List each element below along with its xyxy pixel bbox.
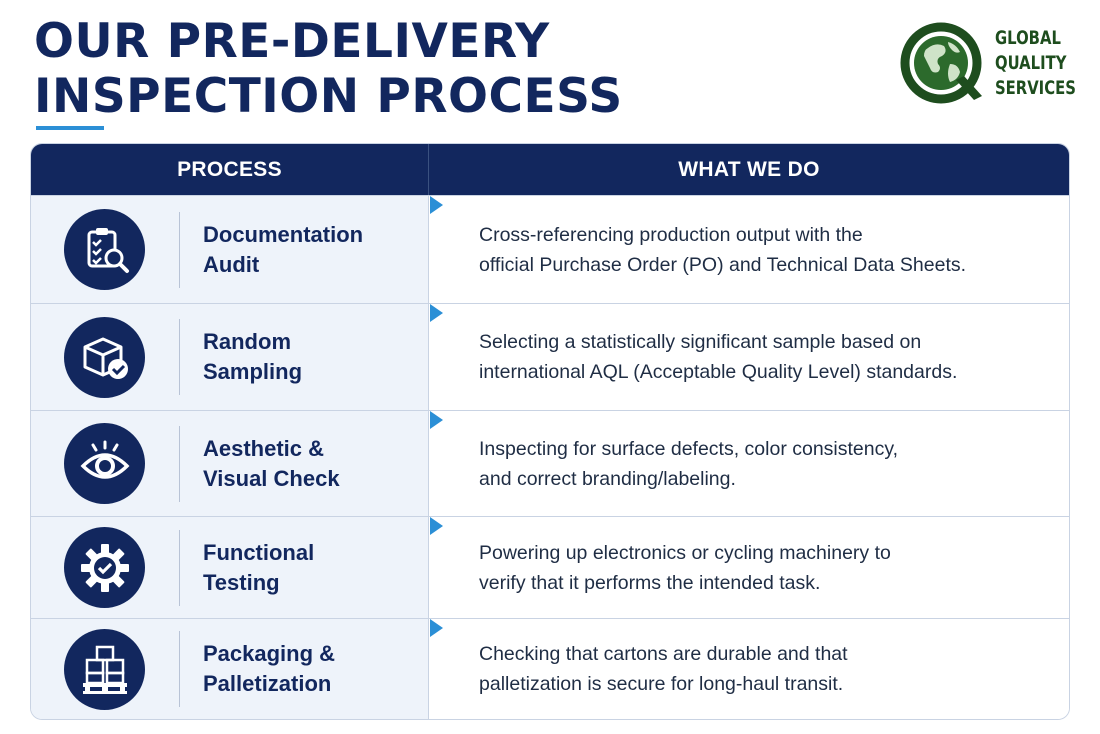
inspection-process-table: PROCESS WHAT WE DO Documentation Audit xyxy=(30,143,1070,720)
process-cell: Random Sampling xyxy=(31,304,429,410)
page-title-line-1: OUR PRE-DELIVERY xyxy=(34,14,550,69)
row-divider xyxy=(179,631,180,707)
row-arrow-icon xyxy=(430,619,443,637)
page-title: OUR PRE-DELIVERY INSPECTION PROCESS xyxy=(34,14,623,124)
process-cell: Functional Testing xyxy=(31,517,429,618)
row-arrow-icon xyxy=(430,196,443,214)
process-cell: Packaging & Palletization xyxy=(31,619,429,719)
process-cell: Documentation Audit xyxy=(31,196,429,303)
row-arrow-icon xyxy=(430,304,443,322)
logo-wordmark: GLOBAL QUALITY SERVICES xyxy=(995,26,1076,101)
process-description: Selecting a statistically significant sa… xyxy=(479,331,958,383)
process-label: Packaging & Palletization xyxy=(203,641,336,696)
process-description: Checking that cartons are durable and th… xyxy=(479,643,848,695)
header-what-we-do: WHAT WE DO xyxy=(678,157,820,181)
process-label: Aesthetic & Visual Check xyxy=(203,435,340,491)
table-row: Packaging & Palletization Checking that … xyxy=(31,618,1069,719)
process-label: Random Sampling xyxy=(203,329,303,384)
process-description: Inspecting for surface defects, color co… xyxy=(479,437,899,490)
table-row: Documentation Audit Cross-referencing pr… xyxy=(31,195,1069,303)
description-cell: Checking that cartons are durable and th… xyxy=(429,619,1069,719)
pallet-boxes-icon xyxy=(64,628,145,710)
row-arrow-icon xyxy=(430,411,443,429)
table-header: PROCESS WHAT WE DO xyxy=(31,144,1069,195)
row-divider xyxy=(179,529,180,606)
clipboard-search-icon xyxy=(64,209,145,290)
title-accent-bar xyxy=(36,126,104,130)
row-divider xyxy=(179,425,180,502)
header-process: PROCESS xyxy=(31,144,429,195)
table-row: Random Sampling Selecting a statisticall… xyxy=(31,303,1069,410)
company-logo: GLOBAL QUALITY SERVICES xyxy=(898,20,1078,110)
gear-check-icon xyxy=(64,527,145,608)
box-check-icon xyxy=(64,316,145,398)
logo-text-line-1: GLOBAL xyxy=(995,27,1061,49)
process-label: Functional Testing xyxy=(203,539,315,595)
process-cell: Aesthetic & Visual Check xyxy=(31,411,429,516)
description-cell: Cross-referencing production output with… xyxy=(429,196,1069,303)
globe-q-logo-icon xyxy=(900,22,982,104)
process-label: Documentation Audit xyxy=(203,221,364,277)
row-arrow-icon xyxy=(430,517,443,535)
eye-icon xyxy=(64,423,145,504)
process-description: Powering up electronics or cycling machi… xyxy=(479,541,891,594)
logo-text-line-2: QUALITY xyxy=(995,52,1067,74)
table-row: Functional Testing Powering up electroni… xyxy=(31,516,1069,618)
description-cell: Selecting a statistically significant sa… xyxy=(429,304,1069,410)
description-cell: Powering up electronics or cycling machi… xyxy=(429,517,1069,618)
table-row: Aesthetic & Visual Check Inspecting for … xyxy=(31,410,1069,516)
description-cell: Inspecting for surface defects, color co… xyxy=(429,411,1069,516)
logo-text-line-3: SERVICES xyxy=(995,77,1076,99)
row-divider xyxy=(179,319,180,395)
page-title-line-2: INSPECTION PROCESS xyxy=(34,69,623,124)
process-description: Cross-referencing production output with… xyxy=(479,223,967,276)
row-divider xyxy=(179,211,180,288)
